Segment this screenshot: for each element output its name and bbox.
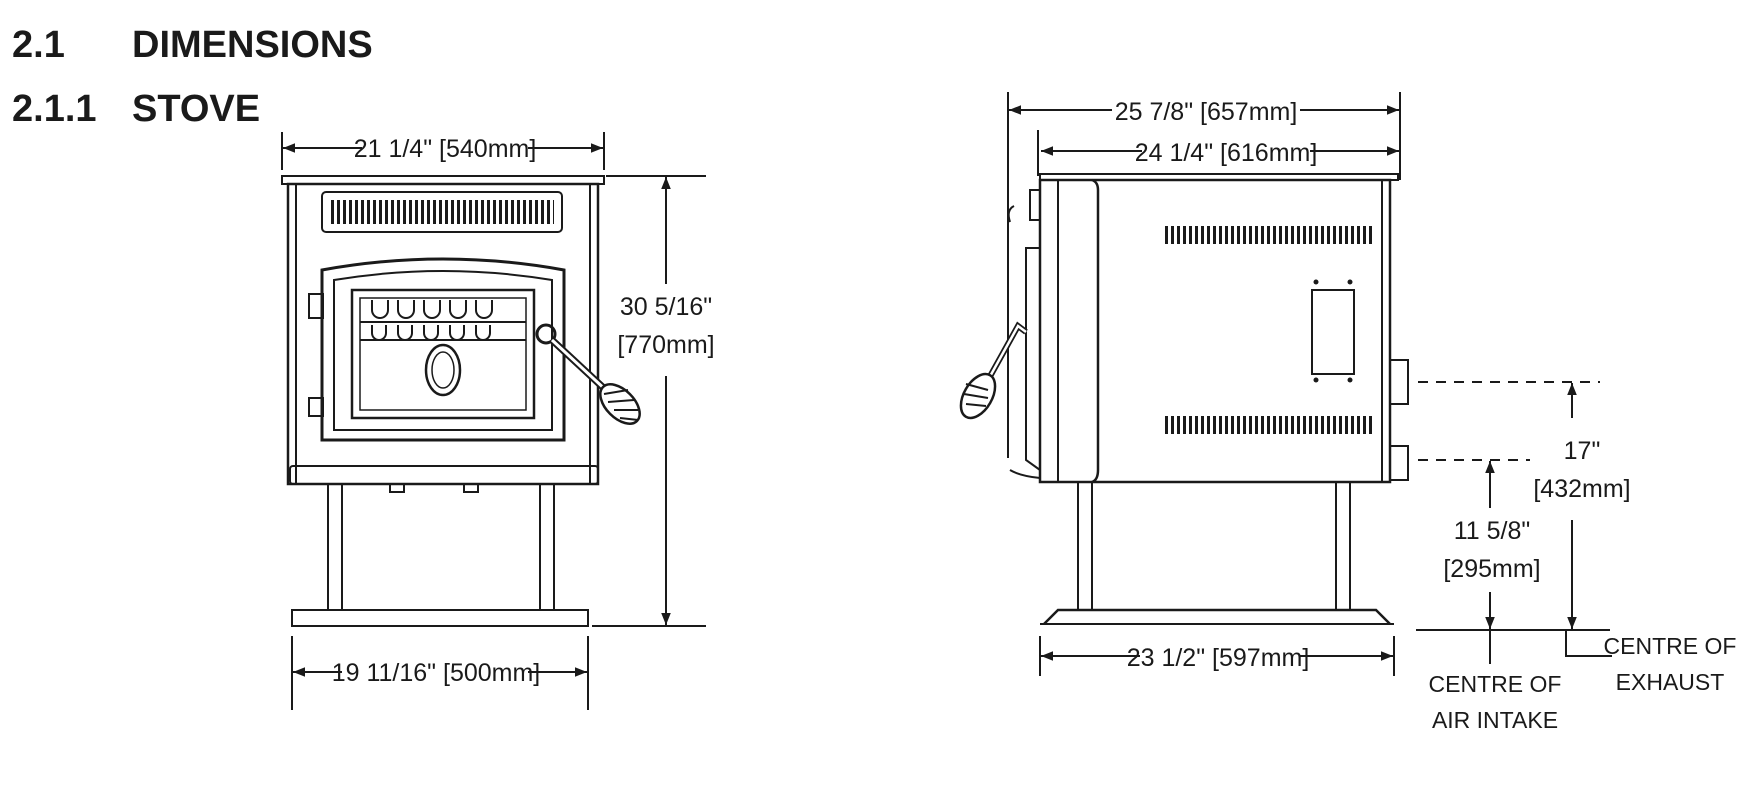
front-top-width-dimension: 21 1/4" [540mm] xyxy=(281,132,605,170)
viewing-window xyxy=(424,343,462,397)
side-stove-body xyxy=(959,173,1409,625)
side-door-handle xyxy=(959,321,1028,420)
subsection-number: 2.1.1 xyxy=(12,88,97,130)
intake-height-in-label: 11 5/8" xyxy=(1454,517,1531,545)
exhaust-label-line1: CENTRE OF xyxy=(1604,633,1737,659)
air-intake-label-line1: CENTRE OF xyxy=(1429,671,1562,697)
intake-height-mm-label: [295mm] xyxy=(1443,555,1540,583)
exhaust-connector xyxy=(1389,359,1409,405)
front-top-width-label: 21 1/4" [540mm] xyxy=(354,135,537,163)
exhaust-height-dimension: 17" [432mm] xyxy=(1533,383,1631,629)
subsection-title: STOVE xyxy=(132,88,261,130)
side-base-depth-label: 23 1/2" [597mm] xyxy=(1127,644,1310,672)
section-number: 2.1 xyxy=(12,24,65,66)
door-handle xyxy=(535,323,641,425)
side-view: 25 7/8" [657mm] 24 1/4" [616mm] xyxy=(959,92,1737,733)
front-height-dimension: 30 5/16" [770mm] xyxy=(592,175,715,627)
exhaust-height-in-label: 17" xyxy=(1564,437,1601,465)
side-overall-depth-label: 25 7/8" [657mm] xyxy=(1115,98,1298,126)
air-intake-connector xyxy=(1389,445,1409,481)
front-base-width-dimension: 19 11/16" [500mm] xyxy=(291,636,589,710)
front-height-in-label: 30 5/16" xyxy=(620,293,712,321)
front-stove-body xyxy=(281,175,641,627)
exhaust-height-mm-label: [432mm] xyxy=(1533,475,1630,503)
intake-height-dimension: 11 5/8" [295mm] xyxy=(1443,461,1541,629)
side-base-depth-dimension: 23 1/2" [597mm] xyxy=(1039,636,1395,676)
side-body-depth-dimension: 24 1/4" [616mm] xyxy=(1037,130,1399,176)
front-height-mm-label: [770mm] xyxy=(617,331,714,359)
side-overall-depth-dimension: 25 7/8" [657mm] xyxy=(1007,92,1401,458)
side-body-depth-label: 24 1/4" [616mm] xyxy=(1135,139,1318,167)
front-base-width-label: 19 11/16" [500mm] xyxy=(332,659,541,687)
exhaust-label-line2: EXHAUST xyxy=(1616,669,1725,695)
front-view: 21 1/4" [540mm] xyxy=(281,132,715,710)
air-intake-label-line2: AIR INTAKE xyxy=(1432,707,1558,733)
section-title: DIMENSIONS xyxy=(132,24,373,66)
burn-pot-tubes xyxy=(360,300,526,341)
